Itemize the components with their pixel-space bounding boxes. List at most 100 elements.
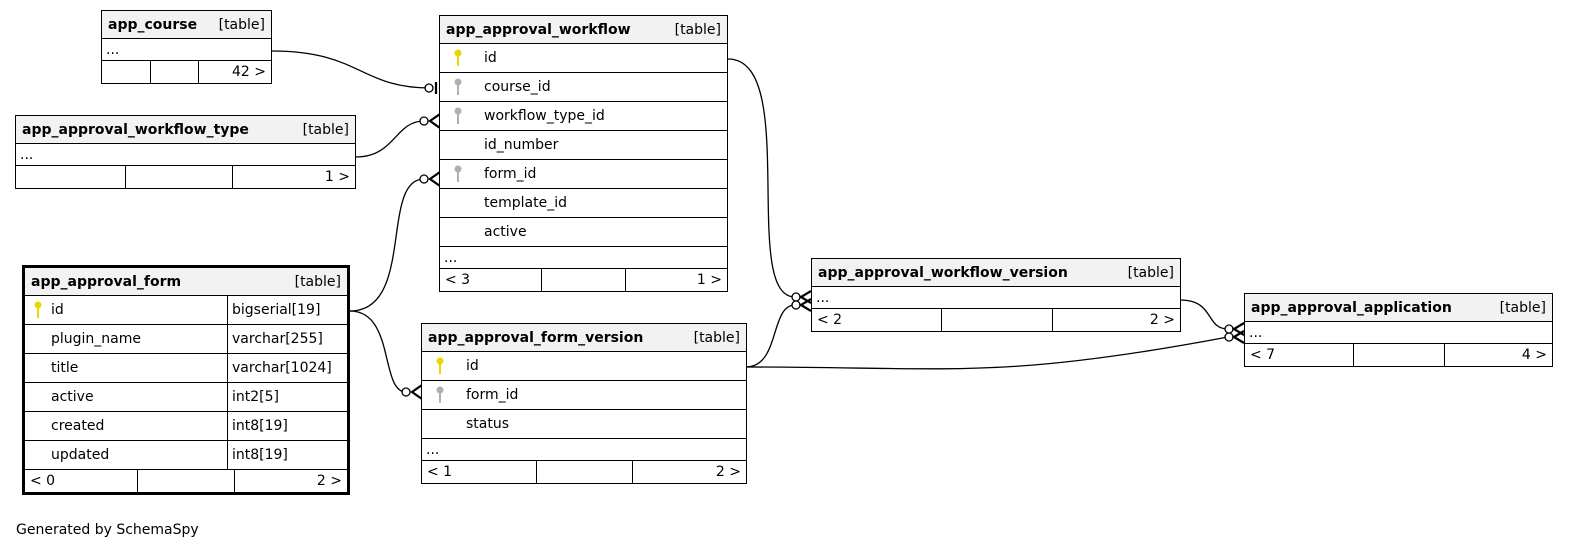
- zero-marker: [401, 387, 411, 397]
- table-app-approval-workflow-version[interactable]: app_approval_workflow_version [table] ..…: [811, 258, 1181, 332]
- column-row-active[interactable]: active: [440, 218, 727, 247]
- table-header: app_approval_workflow [table]: [440, 16, 727, 44]
- table-footer: < 0 2 >: [25, 470, 347, 492]
- column-row-created[interactable]: created int8[19]: [25, 412, 347, 441]
- parents-count[interactable]: < 2: [812, 309, 942, 331]
- crowfoot-marker: [428, 171, 441, 187]
- column-name: form_id: [484, 166, 537, 182]
- table-footer: < 7 4 >: [1245, 344, 1552, 366]
- column-name: updated: [51, 441, 228, 469]
- children-count[interactable]: 2 >: [316, 473, 342, 489]
- column-name: id: [484, 50, 497, 66]
- column-row-id[interactable]: id bigserial[19]: [25, 296, 347, 325]
- column-row-id[interactable]: id: [422, 352, 746, 381]
- table-name: app_approval_workflow: [446, 21, 631, 38]
- link-form-formversion: [349, 310, 407, 393]
- column-row-id-number[interactable]: id_number: [440, 131, 727, 160]
- column-row-course-id[interactable]: course_id: [440, 73, 727, 102]
- column-name: template_id: [484, 195, 567, 211]
- more-columns: ...: [16, 144, 355, 166]
- column-type: int2[5]: [232, 389, 279, 405]
- column-row-title[interactable]: title varchar[1024]: [25, 354, 347, 383]
- children-count[interactable]: 1 >: [324, 169, 350, 185]
- table-app-approval-form[interactable]: app_approval_form [table] id bigserial[1…: [22, 265, 350, 495]
- zero-marker: [1224, 324, 1234, 334]
- table-header: app_approval_application [table]: [1245, 294, 1552, 322]
- primary-key-icon: [25, 301, 51, 319]
- table-name: app_course: [108, 16, 198, 33]
- children-count[interactable]: 42 >: [232, 64, 266, 80]
- table-app-approval-application[interactable]: app_approval_application [table] ... < 7…: [1244, 293, 1553, 367]
- footer-mid: [151, 61, 199, 83]
- table-type: [table]: [218, 16, 265, 33]
- more-columns: ...: [812, 287, 1180, 309]
- table-footer: 42 >: [102, 61, 271, 83]
- footer-mid: [126, 166, 233, 188]
- table-footer: < 1 2 >: [422, 461, 746, 483]
- crowfoot-marker: [1231, 330, 1245, 344]
- link-formversion-workflowversion: [745, 304, 796, 368]
- link-form-workflow: [349, 178, 425, 312]
- table-app-approval-workflow[interactable]: app_approval_workflow [table] id course_…: [439, 15, 728, 292]
- parents-count[interactable]: [102, 61, 151, 83]
- column-type: bigserial[19]: [232, 302, 321, 318]
- more-columns: ...: [440, 247, 727, 269]
- column-type: int8[19]: [232, 447, 288, 463]
- column-name: id_number: [484, 137, 559, 153]
- parents-count[interactable]: < 7: [1245, 344, 1354, 366]
- table-app-approval-form-version[interactable]: app_approval_form_version [table] id for…: [421, 323, 747, 484]
- table-header: app_approval_workflow_version [table]: [812, 259, 1180, 287]
- footer-mid: [138, 470, 235, 492]
- column-row-active[interactable]: active int2[5]: [25, 383, 347, 412]
- children-count[interactable]: 2 >: [715, 464, 741, 480]
- table-name: app_approval_workflow_type: [22, 121, 249, 138]
- table-type: [table]: [1499, 299, 1546, 316]
- column-row-workflow-type-id[interactable]: workflow_type_id: [440, 102, 727, 131]
- parents-count[interactable]: < 0: [25, 470, 138, 492]
- table-name: app_approval_form_version: [428, 329, 644, 346]
- column-row-form-id[interactable]: form_id: [440, 160, 727, 189]
- column-name: created: [51, 412, 228, 440]
- column-type: varchar[1024]: [232, 360, 332, 376]
- more-columns: ...: [1245, 322, 1552, 344]
- parents-count[interactable]: < 3: [440, 269, 542, 291]
- more-columns: ...: [102, 39, 271, 61]
- table-type: [table]: [302, 121, 349, 138]
- table-type: [table]: [294, 273, 341, 290]
- table-app-approval-workflow-type[interactable]: app_approval_workflow_type [table] ... 1…: [15, 115, 356, 189]
- table-app-course[interactable]: app_course [table] ... 42 >: [101, 10, 272, 84]
- column-row-form-id[interactable]: form_id: [422, 381, 746, 410]
- table-name: app_approval_form: [31, 273, 182, 290]
- crowfoot-marker: [428, 113, 441, 129]
- zero-marker: [424, 83, 434, 93]
- children-count[interactable]: 2 >: [1149, 312, 1175, 328]
- children-count[interactable]: 1 >: [696, 272, 722, 288]
- column-name: id: [51, 296, 228, 324]
- link-formversion-application: [745, 336, 1229, 370]
- column-row-plugin-name[interactable]: plugin_name varchar[255]: [25, 325, 347, 354]
- primary-key-icon: [440, 49, 476, 67]
- parents-count[interactable]: < 1: [422, 461, 537, 483]
- link-workflowversion-application: [1179, 299, 1229, 330]
- column-name: id: [466, 358, 479, 374]
- column-name: workflow_type_id: [484, 108, 605, 124]
- column-row-id[interactable]: id: [440, 44, 727, 73]
- column-name: active: [484, 224, 527, 240]
- zero-marker: [1224, 332, 1234, 342]
- table-header: app_approval_workflow_type [table]: [16, 116, 355, 144]
- table-footer: 1 >: [16, 166, 355, 188]
- children-count[interactable]: 4 >: [1521, 347, 1547, 363]
- table-header: app_course [table]: [102, 11, 271, 39]
- column-row-status[interactable]: status: [422, 410, 746, 439]
- zero-marker: [791, 300, 801, 310]
- column-row-template-id[interactable]: template_id: [440, 189, 727, 218]
- parents-count[interactable]: [16, 166, 126, 188]
- zero-marker: [419, 116, 429, 126]
- footer-mid: [1354, 344, 1445, 366]
- footer-mid: [537, 461, 633, 483]
- crowfoot-marker: [798, 298, 812, 312]
- column-row-updated[interactable]: updated int8[19]: [25, 441, 347, 470]
- column-name: plugin_name: [51, 325, 228, 353]
- link-course-workflow: [271, 50, 431, 89]
